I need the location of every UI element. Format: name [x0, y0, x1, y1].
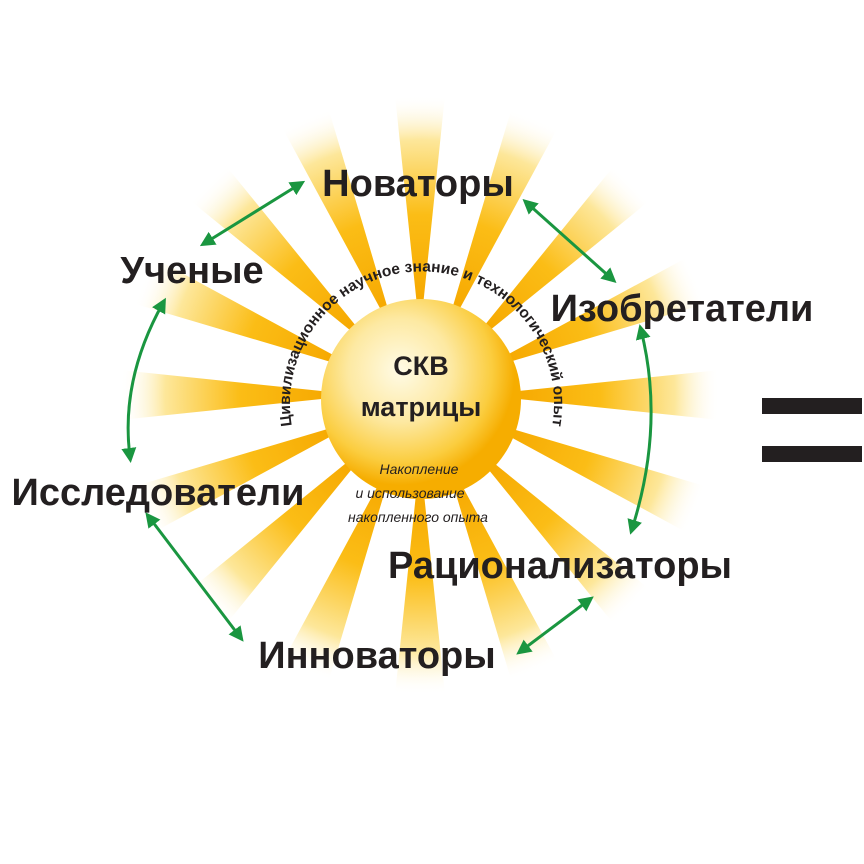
arrow-innovatory-issledovateli — [145, 512, 244, 642]
arrow-issledovateli-uchenye — [121, 297, 166, 463]
center-title-line1: СКВ — [393, 351, 448, 381]
arrow-uchenye-novatory — [199, 180, 306, 247]
sun-ray — [506, 243, 735, 362]
center-sub-line3: накопленного опыта — [348, 509, 488, 525]
sun-ray — [392, 489, 448, 724]
sun-ray — [484, 459, 673, 648]
label-novatory: Новаторы — [322, 163, 514, 205]
sun-ray — [105, 243, 334, 362]
center-sub-line2: и использование — [355, 485, 464, 501]
sun-ray — [268, 80, 387, 309]
label-innovatory: Инноваторы — [258, 635, 495, 677]
label-uchenye: Ученые — [120, 250, 263, 292]
sun-ray — [453, 80, 572, 309]
label-izobretateli: Изобретатели — [551, 288, 814, 330]
arrow-racionalizatory-innovatory — [516, 596, 594, 655]
sun-ray — [506, 428, 735, 547]
center-title-line2: матрицы — [361, 392, 482, 422]
arrow-novatory-izobretateli — [522, 199, 617, 283]
equals-bar-bottom — [762, 446, 862, 462]
center-sub-line1: Накопление — [380, 461, 459, 477]
sun-ray — [392, 66, 448, 301]
equals-bar-top — [762, 398, 862, 414]
label-racionalizatory: Рационализаторы — [388, 545, 732, 587]
sun-center — [321, 299, 521, 499]
connection-arrows — [121, 180, 653, 655]
arrow-izobretateli-racionalizatory — [627, 324, 653, 535]
label-issledovateli: Исследователи — [12, 472, 305, 514]
equals-sign — [762, 398, 862, 462]
sun-ray — [268, 481, 387, 710]
